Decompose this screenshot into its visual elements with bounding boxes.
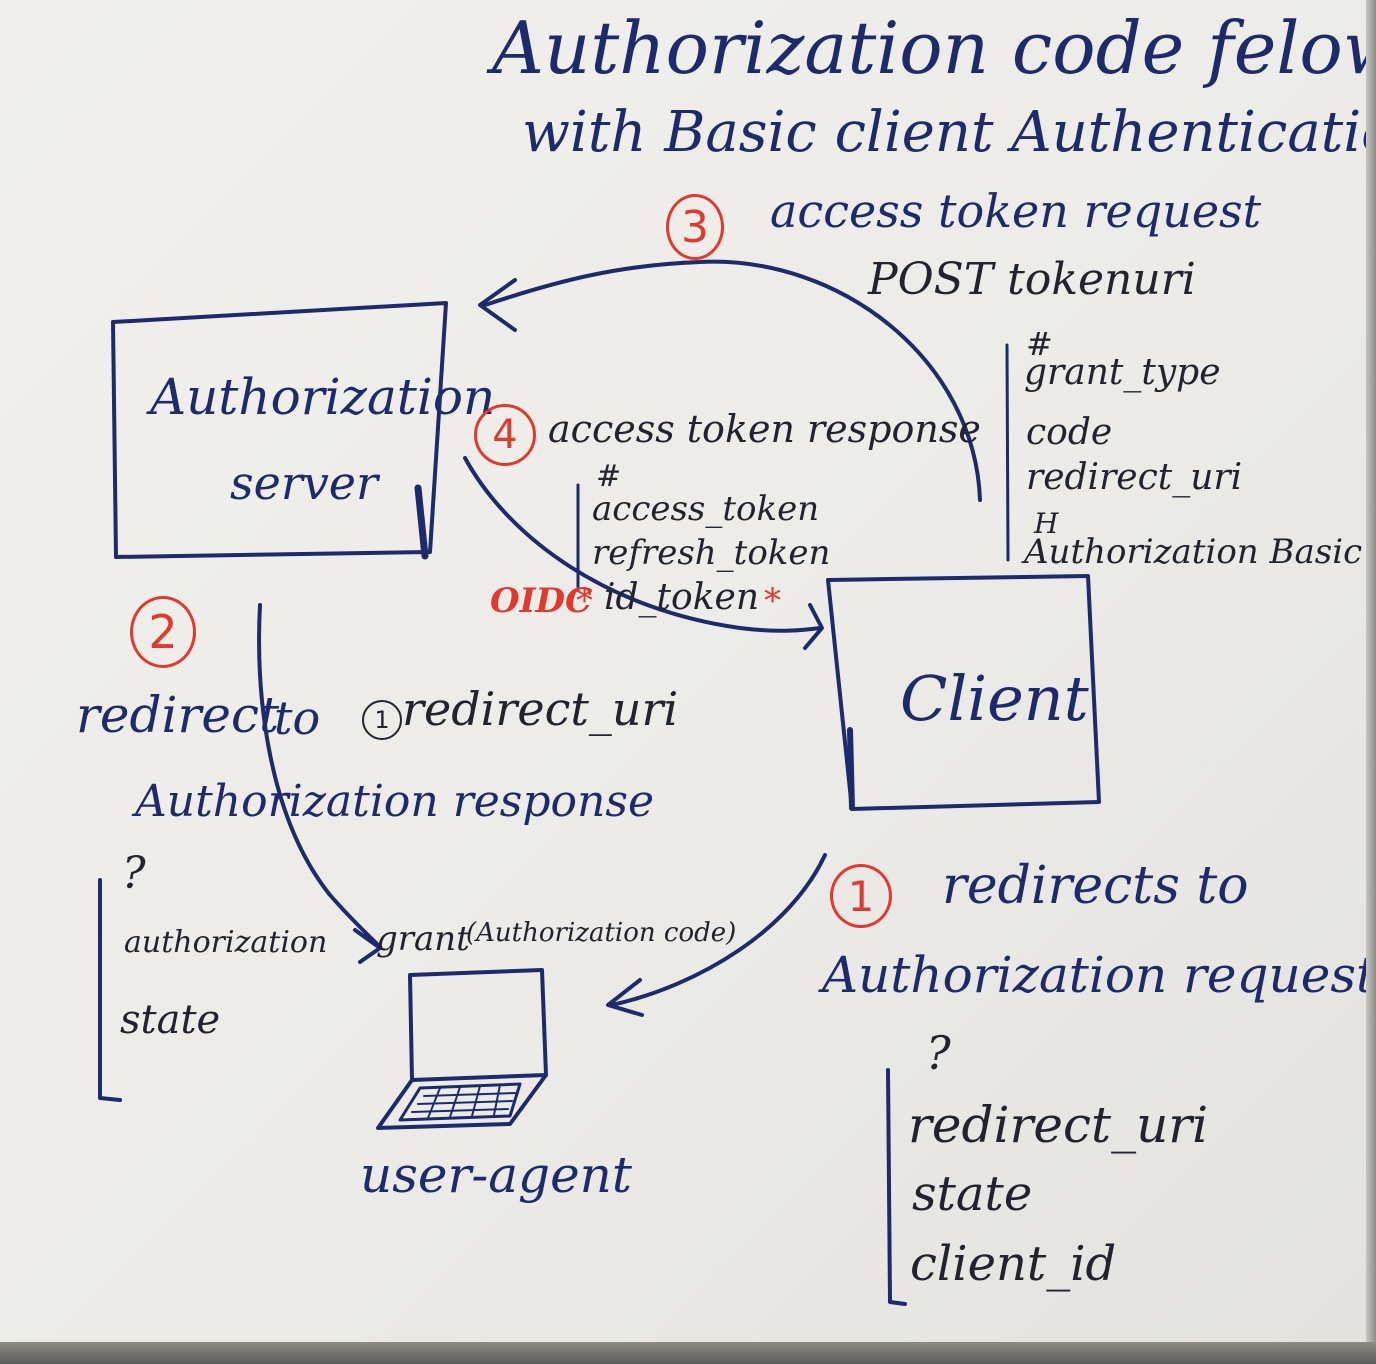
step-2-label-authorization-response: Authorization response [135,776,654,827]
step-3-param-code: code [1026,412,1113,453]
step-2-number: 2 [130,596,196,668]
oidc-asterisk-left-icon: * [576,581,593,621]
step-2-label-redirect-uri: redirect_uri [402,682,679,736]
arrow-access-token-request-head [478,278,517,332]
paper-right-shadow [1366,0,1376,1364]
step-2-param-authorization-code: (Authorization code) [466,918,737,948]
paper-sheet: Authorization code felow with Basic clie… [0,0,1366,1342]
step-3-method: POST tokenuri [868,254,1196,305]
step-1-label-redirects-to: redirects to [942,856,1249,916]
step-1-param-state: state [912,1166,1033,1222]
authorization-server-label-1: Authorization [150,368,496,426]
authorization-server-box-mark [414,484,429,560]
step-2-params-marker: ? [122,848,146,899]
title-line-1: Authorization code felow [492,6,1366,90]
title-line-2: with Basic client Authentication [522,100,1366,165]
step-3-number: 3 [666,194,724,260]
step-2-param-state: state [120,997,221,1043]
step-4-param-access-token: access_token [592,489,820,529]
step-1-number: 1 [830,864,892,928]
authorization-server-box [111,301,448,559]
step-2-label-to: to [274,691,321,745]
paper-bottom-shadow [0,1342,1376,1364]
bracket-token-request [1005,343,1010,562]
arrow-access-token-request [483,259,982,502]
bracket-authorization-request [886,1068,907,1306]
arrow-authorization-request-head [606,978,644,1017]
step-1-param-redirect-uri: redirect_uri [908,1096,1209,1154]
authorization-server-label-2: server [230,456,379,510]
step-1-label-authorization-request: Authorization request [822,946,1366,1004]
client-label: Client [900,662,1089,735]
step-4-param-refresh-token: refresh_token [592,533,831,573]
arrow-authorization-response [257,603,380,947]
step-3-header: Authorization Basic [1024,532,1363,572]
step-2-param-grant: grant [376,919,470,959]
step-2-label-redirect: redirect [76,686,280,744]
arrow-authorization-request [610,853,827,1007]
oidc-asterisk-right-icon: * [764,581,781,621]
arrow-access-token-response [463,456,822,633]
step-1-params-marker: ? [926,1026,951,1080]
bracket-authorization-response [98,878,122,1102]
step-2-inline-ref: 1 [362,700,402,740]
step-3-param-grant-type: grant_type [1024,352,1221,393]
step-2-param-authorization: authorization [124,925,328,960]
client-box [826,574,1101,811]
user-agent-label: user-agent [360,1146,632,1204]
step-3-header-marker: H [1034,507,1059,540]
step-1-param-client-id: client_id [910,1236,1117,1292]
client-box-mark [847,727,855,811]
arrow-authorization-response-head [353,928,382,964]
step-4-param-id-token: id_token [604,577,760,618]
step-4-oidc-label: OIDC [490,581,593,621]
arrow-access-token-response-head [803,603,824,650]
step-3-param-redirect-uri: redirect_uri [1026,457,1243,498]
step-4-number: 4 [474,404,536,466]
step-4-label: access token response [548,407,981,451]
step-3-label: access token request [770,184,1262,238]
step-3-body-marker: # [1026,325,1053,363]
step-4-body-marker: # [596,459,622,494]
laptop-icon [376,968,548,1130]
diagram-canvas [98,259,1101,1306]
